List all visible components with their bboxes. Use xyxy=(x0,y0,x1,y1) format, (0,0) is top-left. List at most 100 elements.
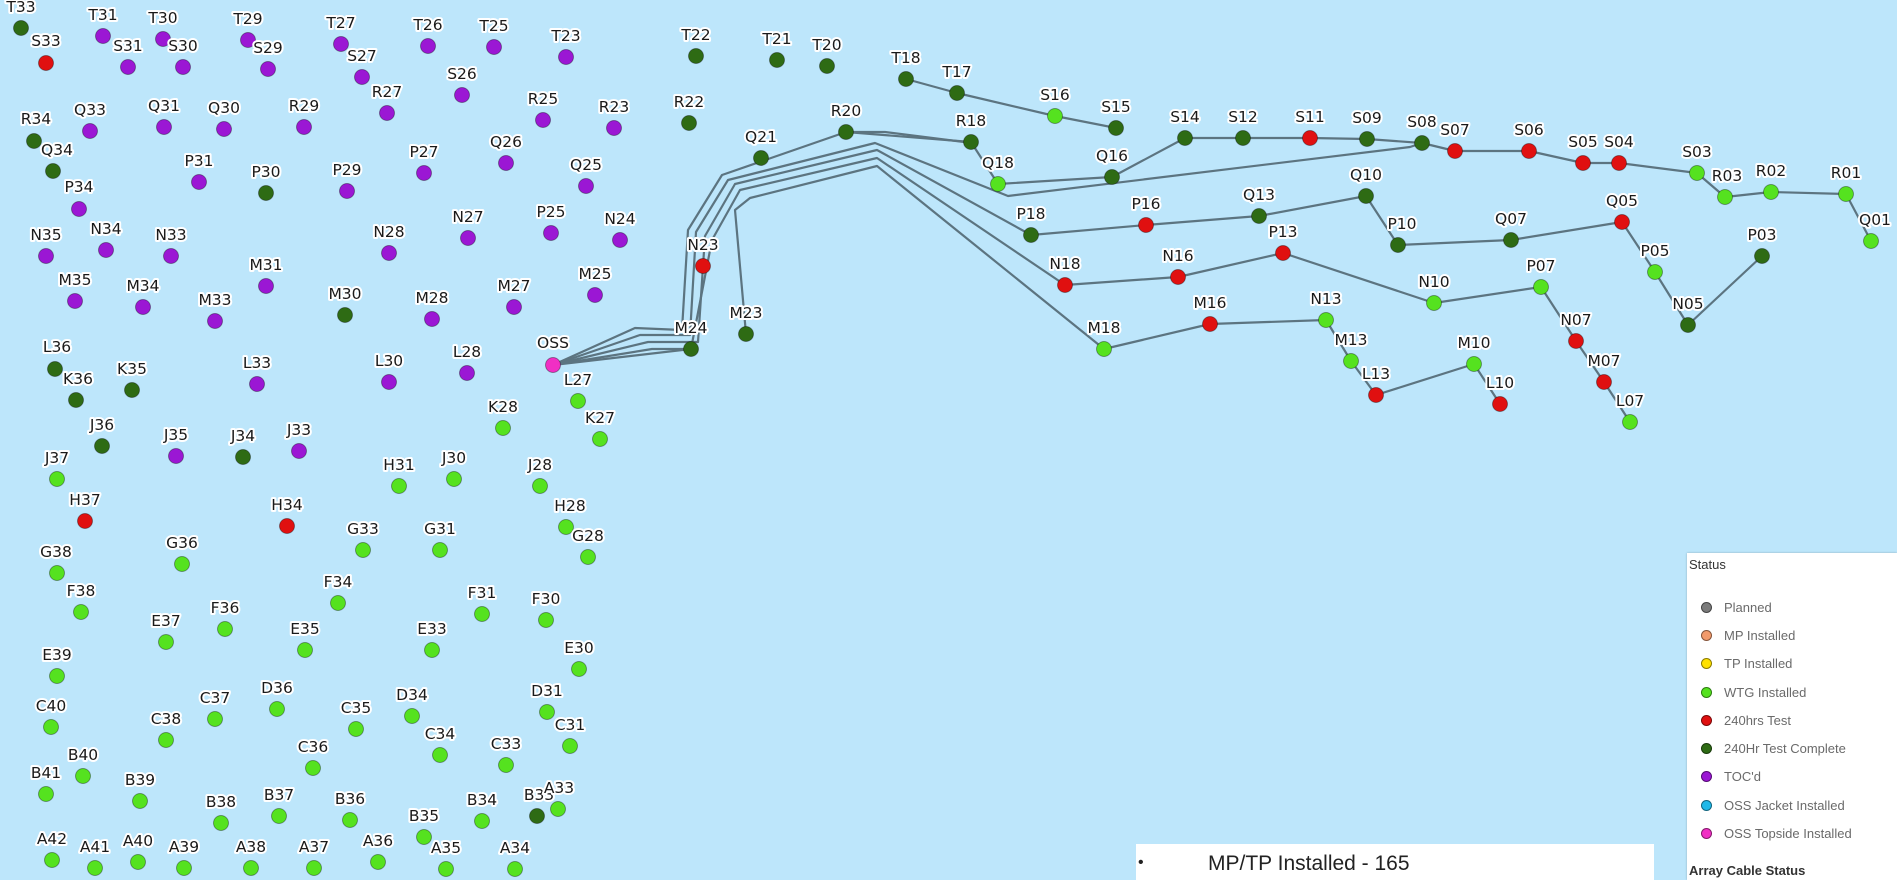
turbine-marker-f31[interactable] xyxy=(474,606,490,622)
turbine-l28[interactable]: L28 xyxy=(451,341,483,381)
turbine-r27[interactable]: R27 xyxy=(370,81,404,121)
turbine-m25[interactable]: M25 xyxy=(576,263,614,303)
turbine-marker-s12[interactable] xyxy=(1235,130,1251,146)
turbine-oss[interactable]: OSS xyxy=(535,332,571,373)
turbine-b41[interactable]: B41 xyxy=(29,762,63,802)
turbine-marker-s33[interactable] xyxy=(38,55,54,71)
turbine-r03[interactable]: R03 xyxy=(1710,165,1744,205)
turbine-marker-n24[interactable] xyxy=(612,232,628,248)
turbine-s07[interactable]: S07 xyxy=(1438,119,1472,159)
turbine-s30[interactable]: S30 xyxy=(166,35,200,75)
turbine-marker-q33[interactable] xyxy=(82,123,98,139)
turbine-marker-r25[interactable] xyxy=(535,112,551,128)
turbine-r29[interactable]: R29 xyxy=(287,95,321,135)
turbine-marker-n07[interactable] xyxy=(1568,333,1584,349)
turbine-e35[interactable]: E35 xyxy=(288,618,322,658)
turbine-marker-h31[interactable] xyxy=(391,478,407,494)
turbine-j35[interactable]: J35 xyxy=(161,424,190,464)
turbine-h34[interactable]: H34 xyxy=(269,494,305,534)
turbine-l13[interactable]: L13 xyxy=(1360,363,1392,403)
turbine-m34[interactable]: M34 xyxy=(124,275,162,315)
turbine-e30[interactable]: E30 xyxy=(562,637,596,677)
turbine-q34[interactable]: Q34 xyxy=(39,139,75,179)
turbine-marker-c36[interactable] xyxy=(305,760,321,776)
turbine-marker-r23[interactable] xyxy=(606,120,622,136)
turbine-a41[interactable]: A41 xyxy=(78,836,112,876)
turbine-marker-p13[interactable] xyxy=(1275,245,1291,261)
turbine-n33[interactable]: N33 xyxy=(153,224,189,264)
turbine-marker-s06[interactable] xyxy=(1521,143,1537,159)
turbine-marker-a33[interactable] xyxy=(550,801,566,817)
turbine-marker-q31[interactable] xyxy=(156,119,172,135)
turbine-marker-a40[interactable] xyxy=(130,854,146,870)
turbine-c33[interactable]: C33 xyxy=(489,733,523,773)
turbine-f36[interactable]: F36 xyxy=(209,597,241,637)
turbine-s06[interactable]: S06 xyxy=(1512,119,1546,159)
turbine-t21[interactable]: T21 xyxy=(759,28,794,68)
turbine-marker-j33[interactable] xyxy=(291,443,307,459)
turbine-m23[interactable]: M23 xyxy=(727,302,765,342)
turbine-marker-l28[interactable] xyxy=(459,365,475,381)
turbine-marker-f38[interactable] xyxy=(73,604,89,620)
turbine-c40[interactable]: C40 xyxy=(34,695,68,735)
turbine-marker-h28[interactable] xyxy=(558,519,574,535)
turbine-marker-n35[interactable] xyxy=(38,248,54,264)
turbine-g28[interactable]: G28 xyxy=(570,525,606,565)
turbine-marker-n05[interactable] xyxy=(1680,317,1696,333)
turbine-r23[interactable]: R23 xyxy=(597,96,631,136)
turbine-marker-g38[interactable] xyxy=(49,565,65,581)
turbine-marker-r20[interactable] xyxy=(838,124,854,140)
turbine-marker-p29[interactable] xyxy=(339,183,355,199)
turbine-l07[interactable]: L07 xyxy=(1614,390,1646,430)
turbine-marker-m31[interactable] xyxy=(258,278,274,294)
turbine-r25[interactable]: R25 xyxy=(526,88,560,128)
turbine-p27[interactable]: P27 xyxy=(407,141,441,181)
turbine-b37[interactable]: B37 xyxy=(262,784,296,824)
turbine-marker-j37[interactable] xyxy=(49,471,65,487)
turbine-marker-l27[interactable] xyxy=(570,393,586,409)
turbine-marker-q05[interactable] xyxy=(1614,214,1630,230)
turbine-c37[interactable]: C37 xyxy=(198,687,232,727)
turbine-marker-j36[interactable] xyxy=(94,438,110,454)
turbine-q18[interactable]: Q18 xyxy=(980,152,1016,192)
turbine-b38[interactable]: B38 xyxy=(204,791,238,831)
turbine-p10[interactable]: P10 xyxy=(1385,213,1419,253)
turbine-marker-t33[interactable] xyxy=(13,20,29,36)
turbine-marker-r01[interactable] xyxy=(1838,186,1854,202)
turbine-marker-m24[interactable] xyxy=(683,341,699,357)
turbine-marker-d34[interactable] xyxy=(404,708,420,724)
turbine-q33[interactable]: Q33 xyxy=(72,99,108,139)
turbine-s09[interactable]: S09 xyxy=(1350,107,1384,147)
turbine-marker-s26[interactable] xyxy=(454,87,470,103)
turbine-f34[interactable]: F34 xyxy=(322,571,354,611)
turbine-marker-s07[interactable] xyxy=(1447,143,1463,159)
turbine-d31[interactable]: D31 xyxy=(529,680,565,720)
turbine-marker-s27[interactable] xyxy=(354,69,370,85)
turbine-m24[interactable]: M24 xyxy=(672,317,710,357)
turbine-marker-m23[interactable] xyxy=(738,326,754,342)
turbine-m16[interactable]: M16 xyxy=(1191,292,1229,332)
turbine-f31[interactable]: F31 xyxy=(466,582,498,622)
turbine-marker-h37[interactable] xyxy=(77,513,93,529)
turbine-marker-b40[interactable] xyxy=(75,768,91,784)
turbine-marker-p18[interactable] xyxy=(1023,227,1039,243)
turbine-l36[interactable]: L36 xyxy=(41,336,73,377)
turbine-a34[interactable]: A34 xyxy=(498,837,532,877)
turbine-marker-d31[interactable] xyxy=(539,704,555,720)
turbine-t31[interactable]: T31 xyxy=(85,4,120,44)
turbine-marker-e37[interactable] xyxy=(158,634,174,650)
turbine-marker-a42[interactable] xyxy=(44,852,60,868)
turbine-marker-r27[interactable] xyxy=(379,105,395,121)
turbine-q26[interactable]: Q26 xyxy=(488,131,524,171)
turbine-marker-m10[interactable] xyxy=(1466,356,1482,372)
turbine-s29[interactable]: S29 xyxy=(251,37,285,77)
turbine-marker-l10[interactable] xyxy=(1492,396,1508,412)
turbine-marker-k36[interactable] xyxy=(68,392,84,408)
turbine-m35[interactable]: M35 xyxy=(56,269,94,309)
turbine-marker-n16[interactable] xyxy=(1170,269,1186,285)
turbine-q01[interactable]: Q01 xyxy=(1857,209,1893,249)
turbine-marker-s16[interactable] xyxy=(1047,108,1063,124)
turbine-s03[interactable]: S03 xyxy=(1680,141,1714,181)
turbine-marker-m28[interactable] xyxy=(424,311,440,327)
turbine-p30[interactable]: P30 xyxy=(249,161,283,201)
